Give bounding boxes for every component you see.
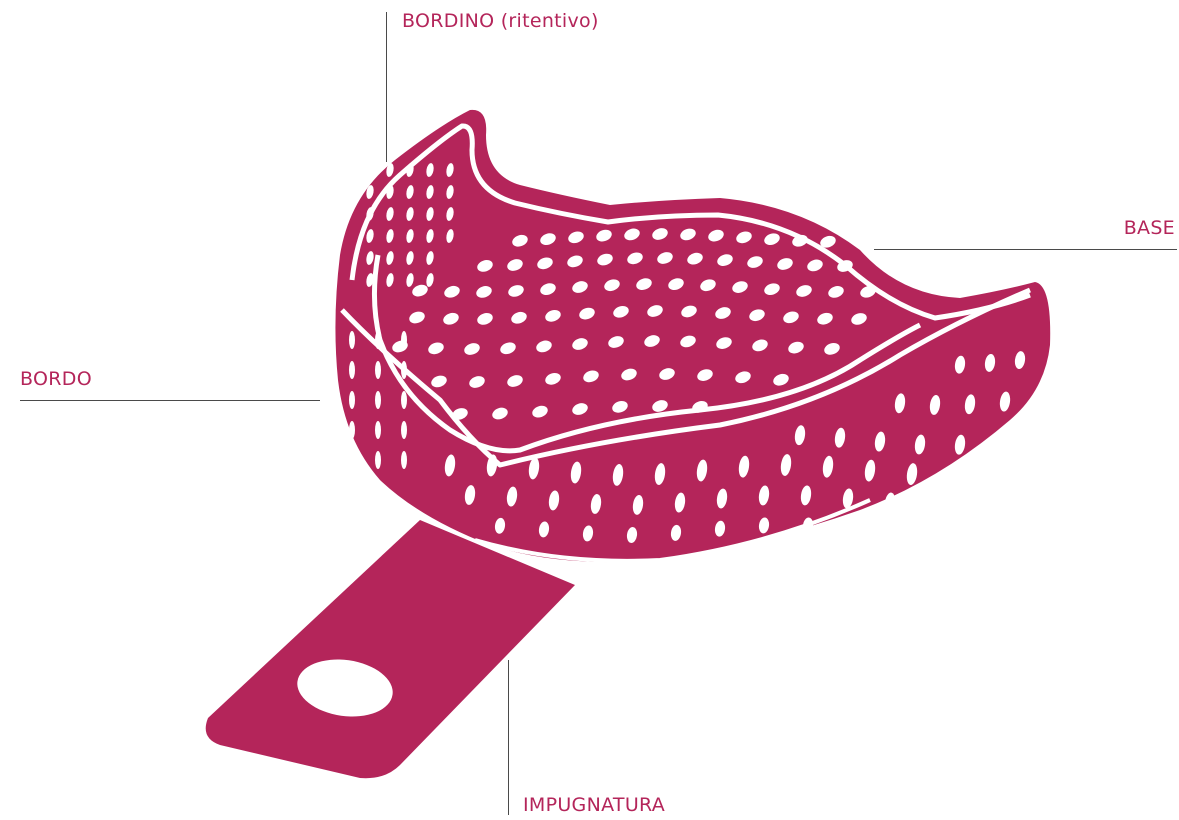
leader-line-bordo xyxy=(20,400,320,401)
perforation-hole xyxy=(401,361,407,379)
perforation-hole xyxy=(375,421,381,439)
handle-shape xyxy=(206,520,575,778)
perforation-hole xyxy=(349,421,355,439)
perforation-hole xyxy=(349,451,355,469)
perforation-hole xyxy=(401,391,407,409)
leader-line-base xyxy=(874,249,1177,250)
perforation-hole xyxy=(365,162,374,177)
perforation-hole xyxy=(401,331,407,349)
perforation-hole xyxy=(890,524,902,541)
perforation-hole xyxy=(375,451,381,469)
perforation-hole xyxy=(349,331,355,349)
perforation-hole xyxy=(349,391,355,409)
leader-line-bordino xyxy=(386,12,387,162)
label-impugnatura: IMPUGNATURA xyxy=(523,796,665,815)
perforation-hole xyxy=(994,431,1007,452)
perforation-hole xyxy=(375,361,381,379)
perforation-hole xyxy=(401,421,407,439)
perforation-hole xyxy=(948,463,961,486)
label-base: BASE xyxy=(1124,219,1175,238)
label-bordo: BORDO xyxy=(20,370,92,389)
label-bordino: BORDINO (ritentivo) xyxy=(402,12,599,31)
perforation-hole xyxy=(401,451,407,469)
tray-outer-body xyxy=(335,110,1050,562)
perforation-hole xyxy=(926,494,939,515)
perforation-hole xyxy=(846,520,858,537)
perforation-hole xyxy=(349,361,355,379)
leader-line-impugnatura xyxy=(508,660,509,815)
perforation-hole xyxy=(375,391,381,409)
perforation-hole xyxy=(375,331,381,349)
